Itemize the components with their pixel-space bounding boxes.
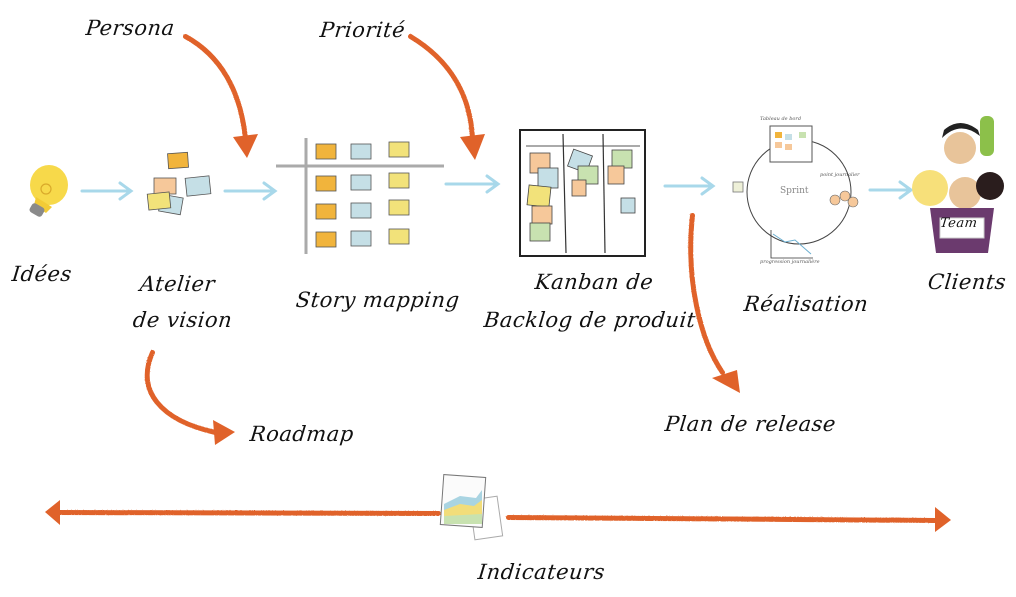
input-label-persona: Persona (84, 16, 176, 40)
indicators-left-arrowhead (45, 500, 60, 525)
output-label-roadmap: Roadmap (248, 422, 356, 446)
input-label-priorite: Priorité (318, 18, 407, 42)
sprint-top-label: Tableau de bord (760, 116, 802, 122)
flow-arrow-idees-atelier (80, 181, 134, 201)
persona-arrowhead (233, 134, 258, 158)
stage-label-kanban-line1: Kanban de (533, 270, 655, 294)
stage-label-atelier-line1: Atelier (138, 272, 217, 296)
indicators-line-left (52, 509, 441, 516)
flow-arrow-kanban-realisation (663, 176, 716, 196)
indicators-line-right (505, 514, 938, 523)
sprint-bottom-label: progression journalière (760, 259, 820, 265)
sprint-center-label: Sprint (780, 186, 809, 196)
kanban-board-icon (519, 129, 646, 257)
output-label-release: Plan de release (663, 412, 838, 436)
sprint-right-label: point journalier (820, 172, 860, 178)
team-label: Team (939, 216, 979, 231)
team-bucket-icon (912, 116, 1004, 253)
stage-label-realisation: Réalisation (742, 292, 870, 316)
priorite-arrowhead (460, 134, 485, 160)
indicators-label: Indicateurs (476, 560, 607, 584)
indicators-right-arrowhead (935, 507, 951, 532)
lightbulb-icon (29, 165, 68, 217)
chart-document-icon (439, 474, 504, 541)
stage-label-atelier-line2: de vision (131, 308, 234, 332)
roadmap-arrowhead (213, 420, 235, 445)
sticky-notes-icon (146, 151, 212, 216)
flow-arrow-atelier-story (223, 181, 278, 201)
stage-label-kanban-line2: Backlog de produit (482, 308, 697, 332)
release-arrow (687, 212, 725, 375)
stage-label-story: Story mapping (294, 288, 461, 312)
stage-label-clients: Clients (926, 270, 1008, 294)
flow-arrow-realisation-clients (868, 180, 914, 200)
persona-arrow (182, 33, 248, 141)
release-arrowhead (712, 370, 740, 393)
roadmap-arrow (144, 349, 218, 435)
stage-label-idees: Idées (10, 262, 74, 286)
flow-arrow-story-kanban (444, 174, 501, 194)
sprint-cycle-icon (732, 125, 859, 259)
story-map-icon (276, 138, 444, 254)
priorite-arrow (407, 33, 475, 141)
